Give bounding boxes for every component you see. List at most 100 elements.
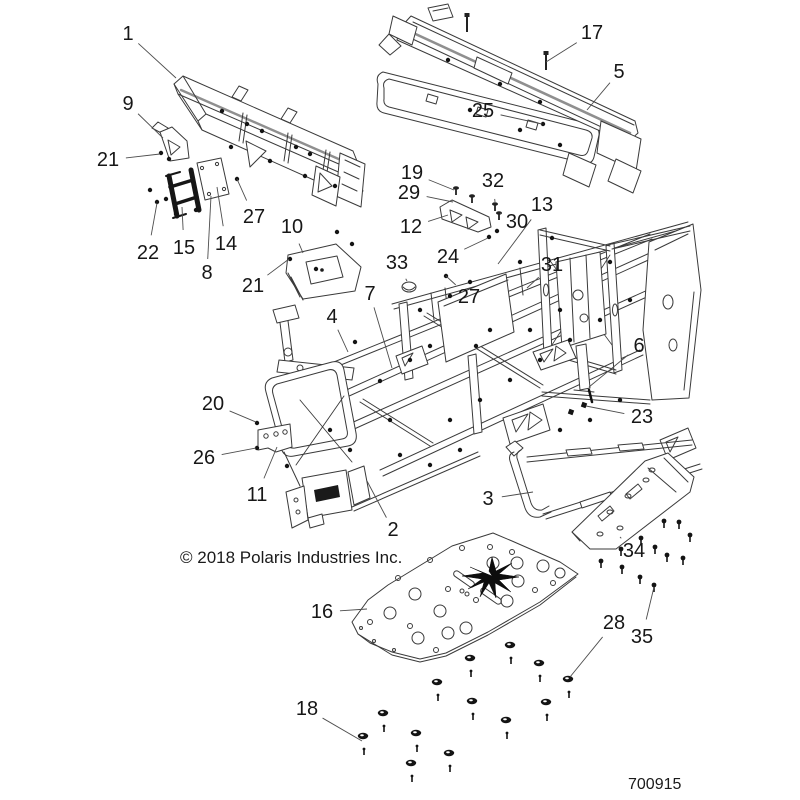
fastener-dot xyxy=(349,241,355,247)
part-heat-shield-34 xyxy=(571,452,695,550)
square-nut xyxy=(580,401,588,409)
fastener-dot xyxy=(259,128,265,134)
callout-9: 9 xyxy=(122,93,133,115)
fastener-dot xyxy=(154,199,160,205)
callout-19: 19 xyxy=(401,162,423,184)
screw xyxy=(652,544,658,550)
fastener-dot xyxy=(473,343,479,349)
fastener-dot xyxy=(507,377,513,383)
callout-33: 33 xyxy=(386,252,408,274)
screw xyxy=(687,532,693,538)
fastener-dot xyxy=(537,99,543,105)
fastener-dot xyxy=(267,158,273,164)
small-screw-head xyxy=(492,202,498,206)
screw xyxy=(661,518,667,524)
fastener-dot xyxy=(497,81,503,87)
fastener-dot xyxy=(567,337,573,343)
fastener-dot xyxy=(158,150,164,156)
fastener-dot xyxy=(173,211,179,217)
fastener-dot xyxy=(617,397,623,403)
fastener-dot xyxy=(307,151,313,157)
callout-6: 6 xyxy=(633,335,644,357)
fastener-dot xyxy=(377,378,383,384)
fastener-dot xyxy=(467,107,473,113)
callout-30: 30 xyxy=(506,211,528,233)
callout-5: 5 xyxy=(613,61,624,83)
callout-2: 2 xyxy=(387,519,398,541)
part-seat-plate-10 xyxy=(285,243,362,301)
small-screw-head xyxy=(496,211,502,215)
callout-35: 35 xyxy=(631,626,653,648)
fastener-dot xyxy=(254,445,260,451)
fastener-dot xyxy=(517,127,523,133)
fastener-dot xyxy=(287,256,293,262)
fastener-dot xyxy=(477,397,483,403)
callout-10: 10 xyxy=(281,216,303,238)
callout-22: 22 xyxy=(137,242,159,264)
screw xyxy=(598,558,604,564)
fastener-dot xyxy=(527,327,533,333)
fastener-dot xyxy=(557,427,563,433)
fastener-dot xyxy=(327,427,333,433)
callout-21: 21 xyxy=(97,149,119,171)
fastener-dot xyxy=(445,57,451,63)
fastener-dot xyxy=(557,307,563,313)
fastener-dot xyxy=(147,187,153,193)
fastener-dot xyxy=(334,229,340,235)
callout-31: 31 xyxy=(541,254,563,276)
callout-7: 7 xyxy=(364,283,375,305)
fastener-dot xyxy=(293,144,299,150)
square-nut xyxy=(567,408,575,416)
fastener-dot xyxy=(494,228,500,234)
callout-14: 14 xyxy=(215,233,237,255)
part-bracket-9 xyxy=(151,121,190,162)
fastener-dot xyxy=(163,196,169,202)
fastener-hardware xyxy=(147,13,693,782)
fastener-dot xyxy=(540,121,546,127)
fastener-dot xyxy=(537,357,543,363)
fastener-dot xyxy=(284,463,290,469)
callout-34: 34 xyxy=(623,540,645,562)
fastener-dot xyxy=(244,121,250,127)
part-plate-8-14 xyxy=(196,157,230,201)
fastener-dot xyxy=(627,297,633,303)
part-skid-plate-16 xyxy=(351,532,579,663)
screw xyxy=(680,555,686,561)
copyright-text: © 2018 Polaris Industries Inc. xyxy=(180,548,402,567)
screw xyxy=(637,574,643,580)
fastener-dot xyxy=(427,343,433,349)
callout-1: 1 xyxy=(122,23,133,45)
callout-leader-lines xyxy=(125,42,655,742)
part-bed-rail-5 xyxy=(376,3,642,194)
callout-25: 25 xyxy=(472,100,494,122)
part-front-support-weldment xyxy=(173,75,366,208)
fastener-dot xyxy=(447,417,453,423)
callout-8: 8 xyxy=(201,262,212,284)
callout-24: 24 xyxy=(437,246,459,268)
polaris-star-logo xyxy=(461,556,520,599)
callout-17: 17 xyxy=(581,22,603,44)
callout-21: 21 xyxy=(242,275,264,297)
fastener-dot xyxy=(347,447,353,453)
screw xyxy=(618,546,624,552)
fastener-dot xyxy=(332,183,338,189)
part-bracket-12 xyxy=(439,199,492,233)
fastener-dot xyxy=(228,144,234,150)
callout-26: 26 xyxy=(193,447,215,469)
callout-3: 3 xyxy=(482,488,493,510)
fastener-dot xyxy=(219,108,225,114)
fastener-dot xyxy=(557,142,563,148)
bolt-head xyxy=(464,13,470,17)
callout-4: 4 xyxy=(326,306,337,328)
callout-28: 28 xyxy=(603,612,625,634)
fastener-dot xyxy=(407,357,413,363)
screw xyxy=(651,582,657,588)
screw xyxy=(664,552,670,558)
callout-12: 12 xyxy=(400,216,422,238)
fastener-dot xyxy=(397,452,403,458)
bolt-head xyxy=(543,51,549,55)
small-screw-head xyxy=(469,194,475,198)
fastener-dot xyxy=(352,339,358,345)
